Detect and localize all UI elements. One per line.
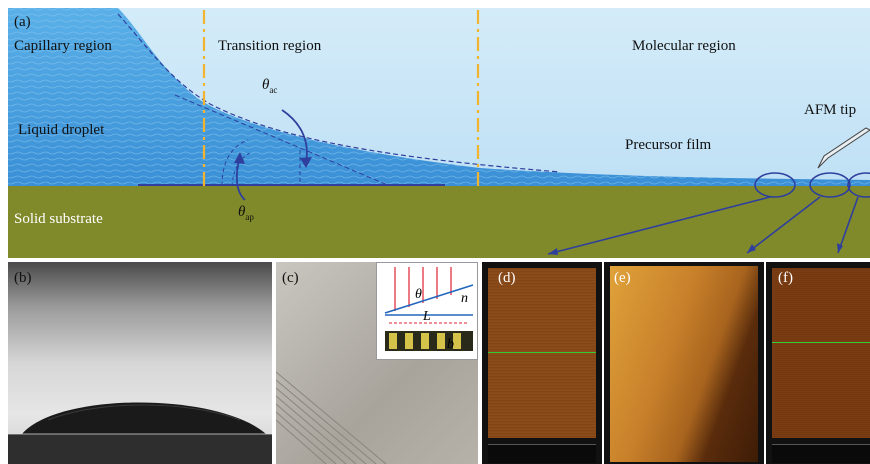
precursor-film-label: Precursor film bbox=[625, 137, 712, 153]
inset-b: b bbox=[447, 337, 454, 352]
inset-theta: θ bbox=[415, 287, 422, 302]
panel-e-afm-scan: (e) bbox=[604, 262, 764, 464]
afm-scan-image bbox=[488, 268, 596, 438]
afm-profile-trace bbox=[488, 444, 596, 463]
panel-f-afm-scan: (f) bbox=[766, 262, 870, 464]
solid-substrate-label: Solid substrate bbox=[14, 211, 103, 227]
panel-c-label: (c) bbox=[282, 270, 299, 286]
inset-n: n bbox=[461, 291, 468, 306]
inset-L: L bbox=[423, 309, 431, 324]
wetting-schematic bbox=[8, 8, 870, 258]
panel-e-label: (e) bbox=[614, 270, 631, 286]
droplet-silhouette bbox=[8, 402, 272, 464]
panel-d-label: (d) bbox=[498, 270, 516, 286]
capillary-region-label: Capillary region bbox=[14, 38, 112, 54]
precursor-zoom-circle-2 bbox=[809, 172, 851, 198]
molecular-region-label: Molecular region bbox=[632, 38, 736, 54]
afm-profile-trace bbox=[772, 444, 870, 463]
panel-a-label: (a) bbox=[14, 14, 31, 30]
precursor-zoom-circle-3 bbox=[847, 172, 870, 198]
panel-d-afm-scan: (d) bbox=[482, 262, 602, 464]
panel-c-interference-photo: θ n L b (c) bbox=[276, 262, 478, 464]
interference-inset: θ n L b bbox=[376, 262, 478, 360]
theta-ac-label: θac bbox=[262, 77, 278, 95]
afm-tip-label: AFM tip bbox=[804, 102, 857, 118]
precursor-zoom-circle-1 bbox=[754, 172, 796, 198]
arrow-to-e bbox=[746, 196, 821, 254]
theta-ac-arrow bbox=[281, 109, 308, 163]
panel-f-label: (f) bbox=[778, 270, 793, 286]
afm-scan-image bbox=[610, 266, 758, 462]
liquid-droplet-label: Liquid droplet bbox=[18, 122, 105, 138]
arrow-to-f bbox=[837, 196, 859, 254]
afm-scan-image bbox=[772, 268, 870, 438]
afm-tip-icon bbox=[817, 127, 870, 169]
solid-substrate-block bbox=[8, 186, 870, 258]
arrow-to-d bbox=[547, 196, 771, 255]
profile-dashed-line bbox=[117, 13, 561, 173]
panel-b-label: (b) bbox=[14, 270, 32, 286]
fringe-lines bbox=[276, 371, 387, 464]
panel-b-droplet-photo: (b) bbox=[8, 262, 272, 464]
theta-ap-label: θap bbox=[238, 204, 254, 222]
transition-region-label: Transition region bbox=[218, 38, 322, 54]
